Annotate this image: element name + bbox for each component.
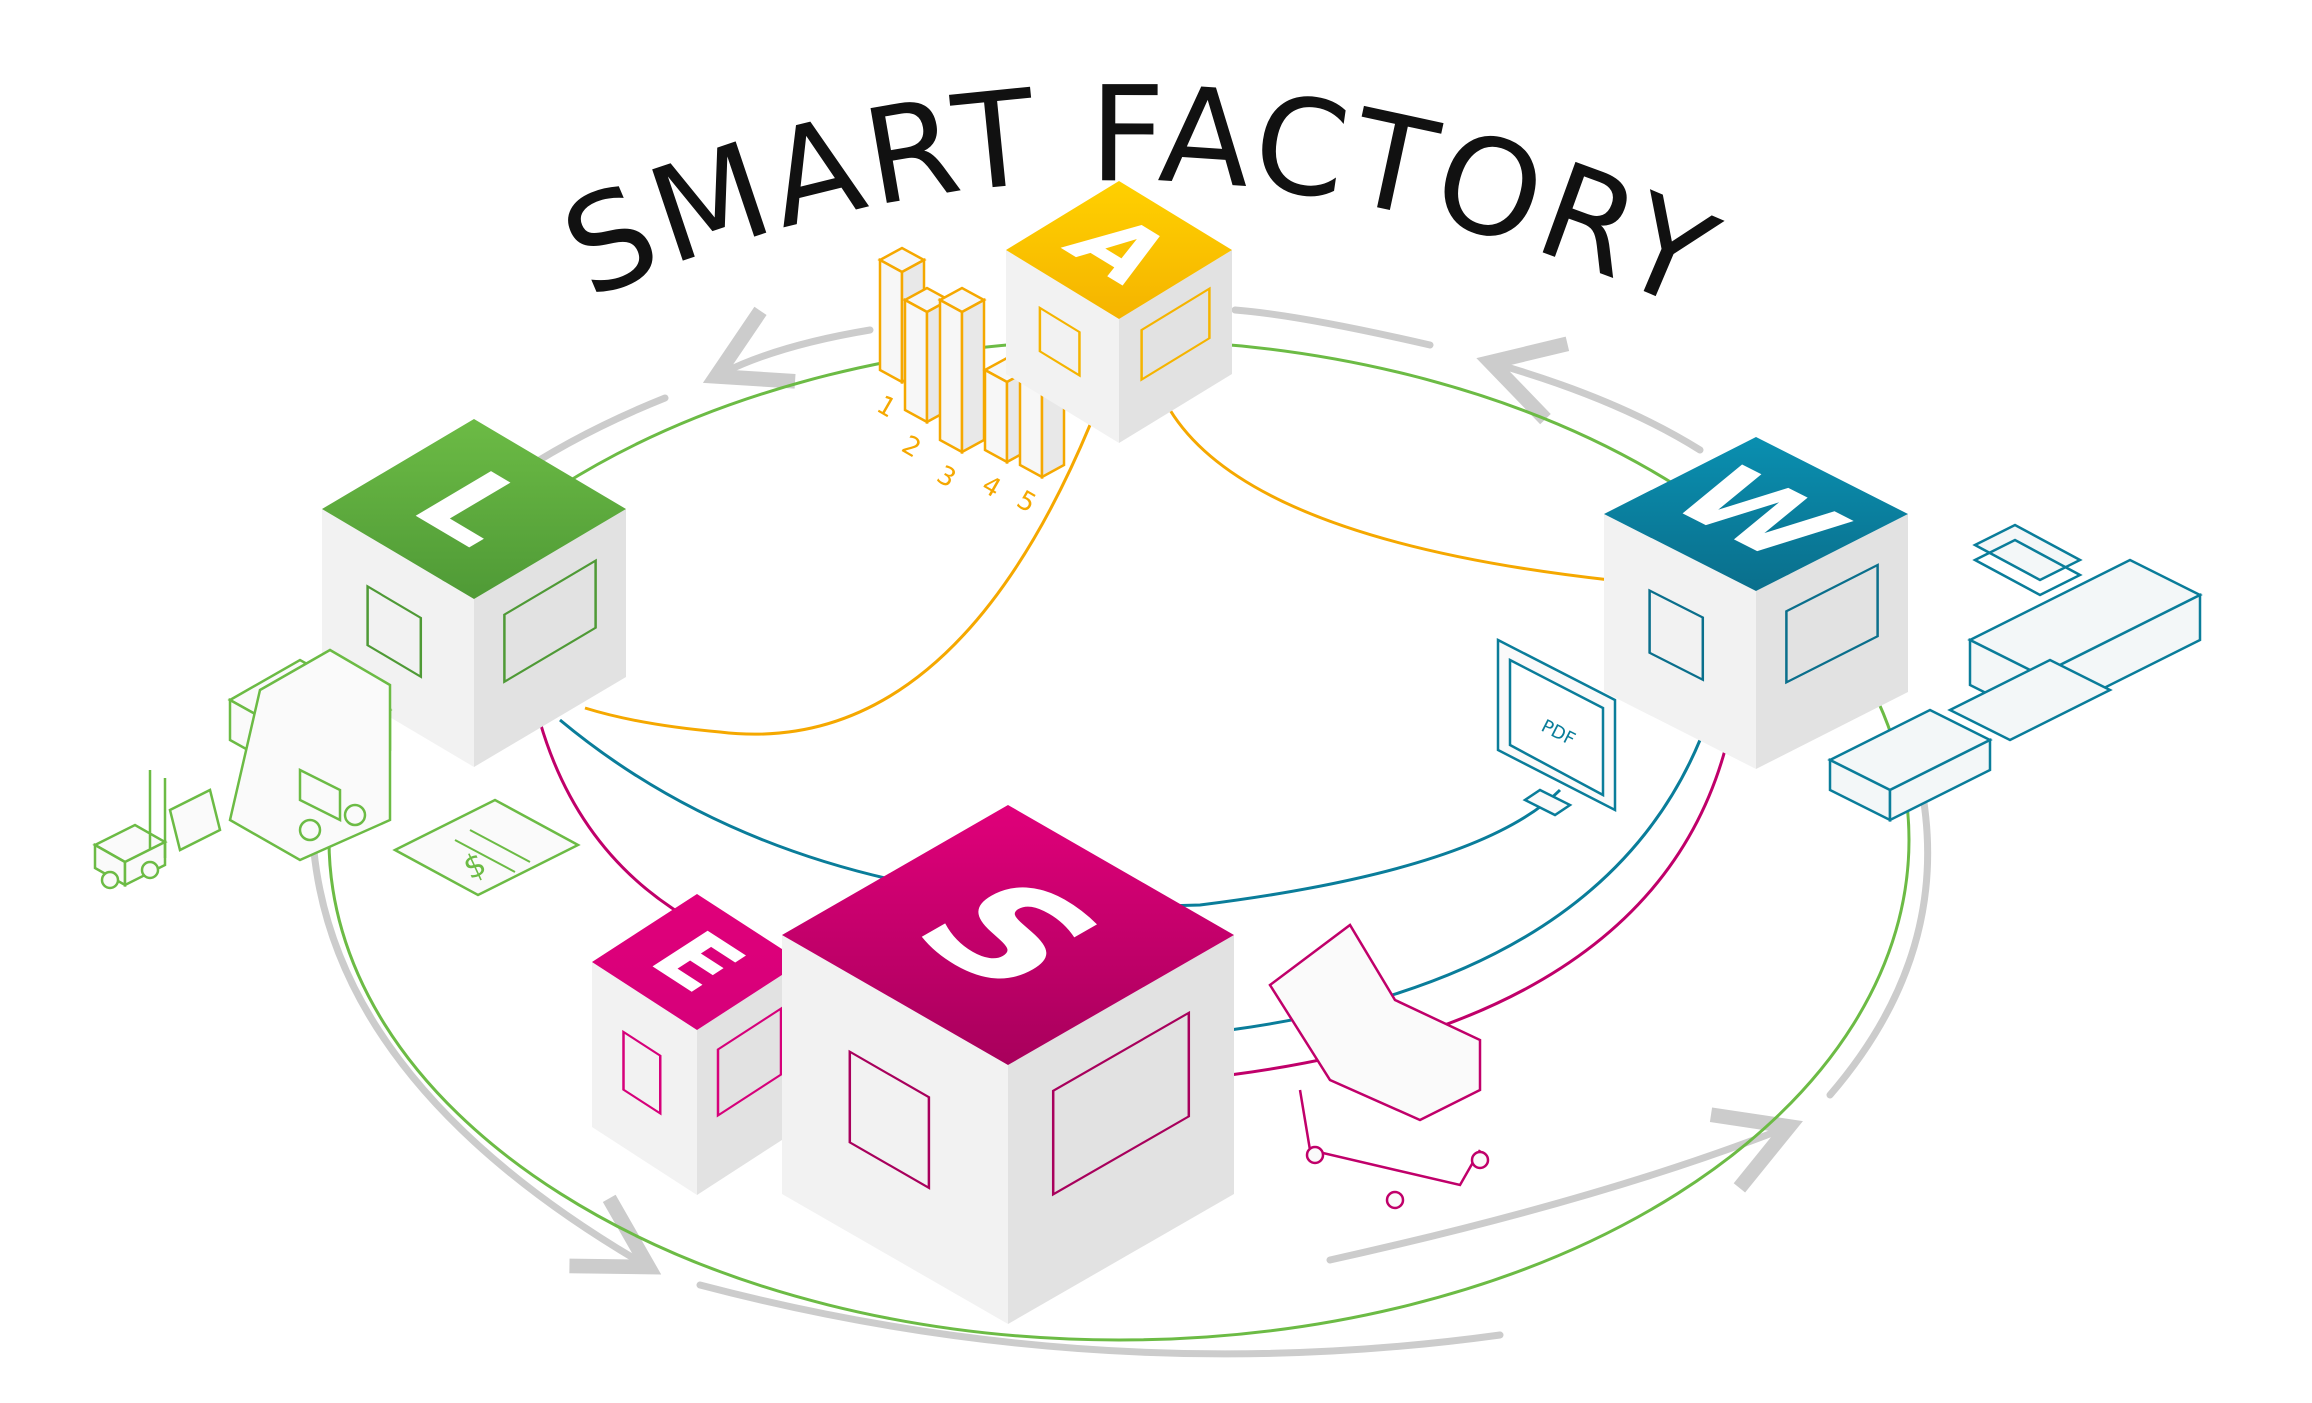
cycle-arrow-right (1826, 776, 1932, 1099)
cube-l: L (322, 419, 626, 767)
cube-left-face-icon (1648, 588, 1705, 682)
cube-right-face (1119, 250, 1232, 443)
cube-left-face-icon (848, 1049, 931, 1190)
bar-label: 5 (1012, 485, 1041, 519)
cycle-arrow-top-left (702, 306, 874, 389)
shopping-cart-icon (1268, 923, 1490, 1210)
cube-right-face (474, 509, 626, 767)
cube-left-face (322, 509, 474, 767)
cube-s: S (782, 805, 1234, 1324)
cube-left-face-icon (622, 1029, 662, 1116)
cube-left-face (782, 935, 1008, 1324)
cube-a: A (1006, 181, 1232, 443)
cube-right-face-monitor-icon (716, 1006, 783, 1118)
pdf-monitor-icon: PDF (1496, 637, 1617, 817)
bar-label: 1 (872, 390, 901, 424)
connection-a-l (584, 424, 1092, 736)
bar-label: 3 (932, 460, 961, 494)
cube-top-face (322, 419, 626, 599)
cube-top-face (592, 894, 802, 1030)
forklift-icon (92, 770, 222, 890)
conveyor-machine-icon (1827, 523, 2203, 823)
invoice-icon: $ (392, 798, 581, 897)
cube-top-face (1604, 437, 1908, 591)
cube-right-face-monitor-icon (1051, 1010, 1191, 1197)
cube-top-face (782, 805, 1234, 1065)
bar-label: 4 (977, 470, 1006, 504)
bar-3: 3 (932, 286, 987, 494)
connection-a-w (1168, 409, 1611, 582)
cube-left-face-icon (366, 584, 423, 679)
cube-right-face-monitor-icon (1140, 286, 1211, 382)
bar-label: 2 (897, 430, 926, 464)
truck-icon (227, 648, 393, 862)
cycle-arrow-top-right (1231, 306, 1434, 349)
cube-left-face-icon (1038, 305, 1081, 378)
bar-2: 2 (897, 286, 952, 464)
cube-left-face (592, 962, 697, 1195)
cycle-arrow-bottom (696, 1281, 1504, 1358)
cube-left-face (1604, 514, 1756, 769)
module-cubes: E A L W S (322, 181, 1908, 1324)
cube-w: W (1604, 437, 1908, 769)
cube-top-face (1006, 181, 1232, 319)
cube-right-face (1008, 935, 1234, 1324)
cube-left-face (1006, 250, 1119, 443)
cube-right-face (697, 962, 802, 1195)
cube-right-face (1756, 514, 1908, 769)
cube-right-face-monitor-icon (503, 558, 597, 684)
cycle-arrow-right-upper (1476, 336, 1704, 454)
cycle-arrow-bottom-right (1326, 1107, 1803, 1264)
cube-right-face-monitor-icon (1785, 563, 1879, 685)
connection-l-e-magenta (538, 721, 701, 927)
cube-e: E (592, 894, 802, 1195)
